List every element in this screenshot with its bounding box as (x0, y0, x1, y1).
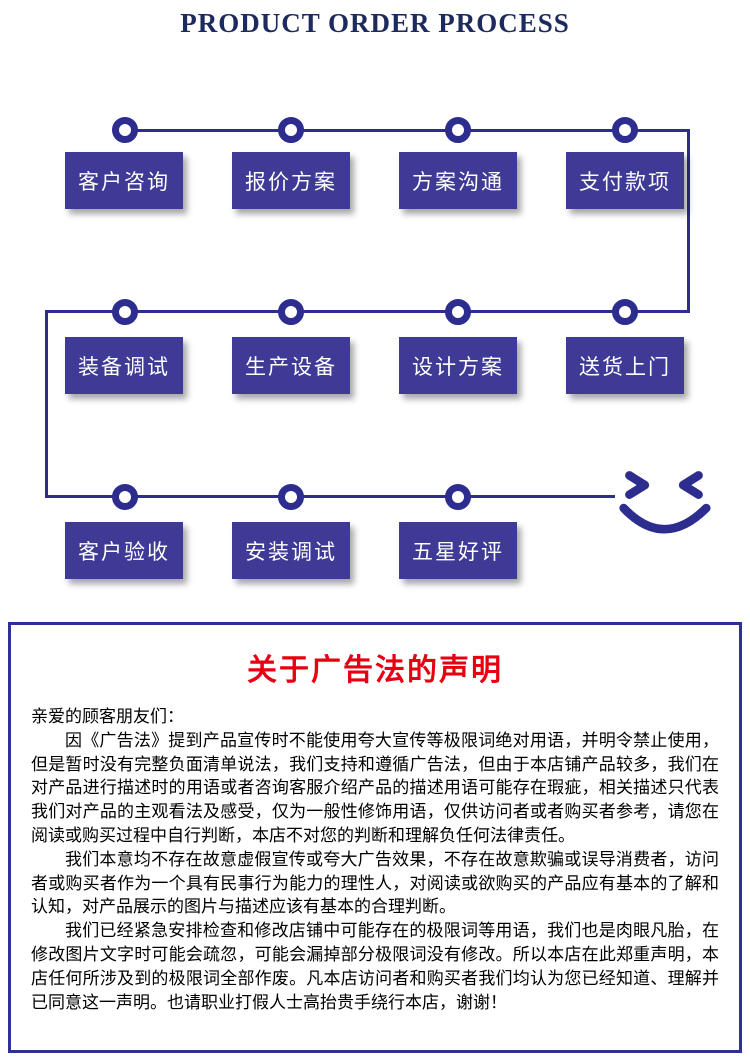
step-box-payment: 支付款项 (566, 152, 684, 209)
node-circle (612, 299, 638, 325)
node-circle (112, 117, 138, 143)
statement-box: 关于广告法的声明 亲爱的顾客朋友们： 因《广告法》提到产品宣传时不能使用夸大宣传… (8, 622, 742, 1053)
statement-paragraph: 因《广告法》提到产品宣传时不能使用夸大宣传等极限词绝对用语，并明令禁止使用，但是… (31, 730, 719, 845)
connector-line-right-vertical (687, 129, 690, 313)
connector-line-left-vertical (45, 310, 48, 498)
connector-line-row2 (45, 310, 690, 313)
connector-line-row3 (45, 495, 615, 498)
page-title: PRODUCT ORDER PROCESS (180, 8, 570, 38)
step-box-design-plan: 设计方案 (399, 337, 517, 394)
step-box-five-star-review: 五星好评 (399, 522, 517, 579)
step-box-quotation-plan: 报价方案 (232, 152, 350, 209)
node-circle (278, 299, 304, 325)
node-circle (112, 299, 138, 325)
connector-line-row1 (124, 129, 690, 132)
node-circle (445, 484, 471, 510)
step-box-customer-consultation: 客户咨询 (65, 152, 183, 209)
step-box-plan-communication: 方案沟通 (399, 152, 517, 209)
smiley-face-icon (616, 466, 712, 559)
step-box-customer-acceptance: 客户验收 (65, 522, 183, 579)
statement-paragraph: 我们本意均不存在故意虚假宣传或夸大广告效果，不存在故意欺骗或误导消费者，访问者或… (31, 849, 719, 917)
process-flowchart: 客户咨询 报价方案 方案沟通 支付款项 装备调试 生产设备 设计方案 送货上门 … (45, 117, 712, 579)
node-circle (112, 484, 138, 510)
statement-title: 关于广告法的声明 (247, 654, 503, 687)
node-circle (612, 117, 638, 143)
step-box-installation-debugging: 安装调试 (232, 522, 350, 579)
step-box-production-equipment: 生产设备 (232, 337, 350, 394)
step-box-equipment-debugging: 装备调试 (65, 337, 183, 394)
statement-paragraph: 我们已经紧急安排检查和修改店铺中可能存在的极限词等用语，我们也是肉眼凡胎，在修改… (31, 921, 719, 1012)
statement-greeting: 亲爱的顾客朋友们： (31, 707, 184, 726)
node-circle (445, 299, 471, 325)
node-circle (278, 484, 304, 510)
node-circle (445, 117, 471, 143)
node-circle (278, 117, 304, 143)
step-box-home-delivery: 送货上门 (566, 337, 684, 394)
statement-body: 亲爱的顾客朋友们： 因《广告法》提到产品宣传时不能使用夸大宣传等极限词绝对用语，… (31, 705, 719, 1014)
